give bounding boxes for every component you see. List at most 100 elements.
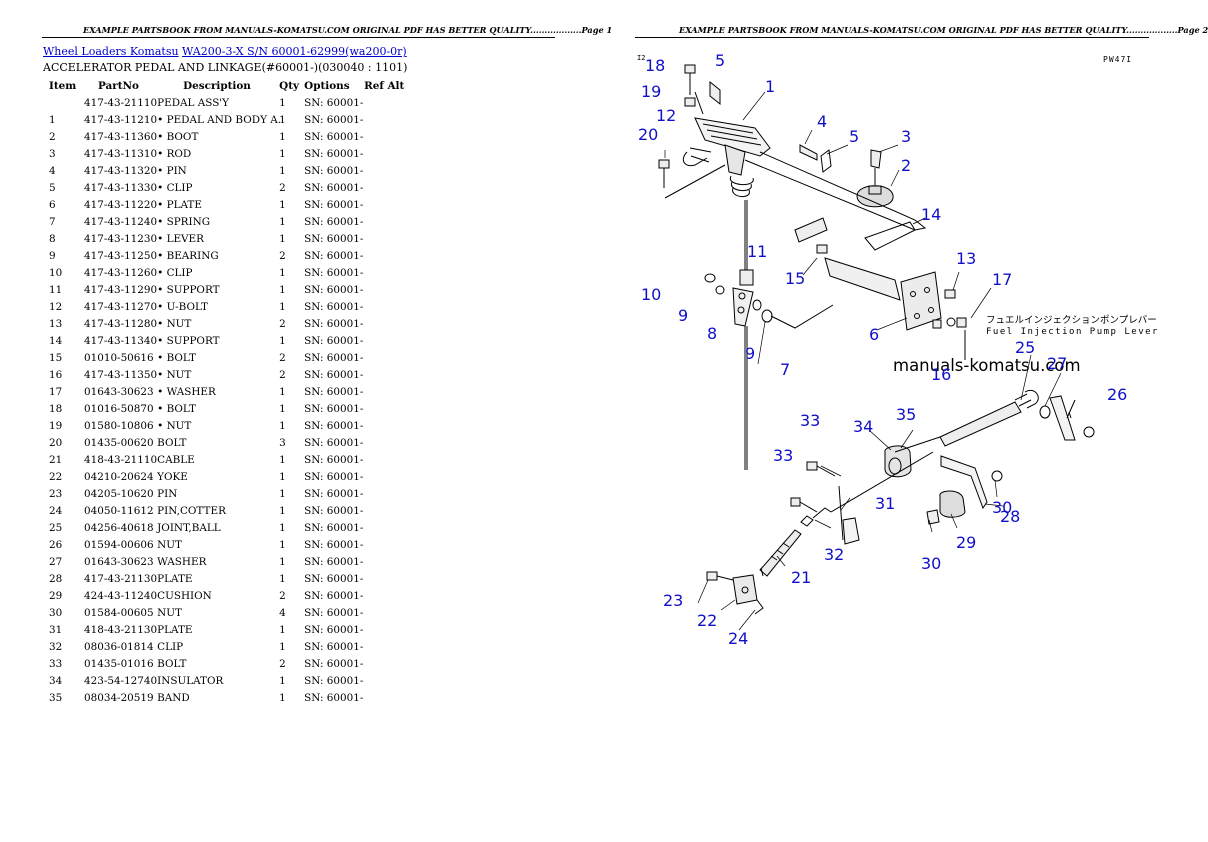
description-cell: PIN — [157, 487, 178, 500]
bolt-drawing — [684, 64, 721, 115]
pump-lever-note-en: Fuel Injection Pump Lever — [986, 327, 1159, 337]
description-cell: • NUT — [157, 317, 192, 330]
partno-cell: 417-43-11280 — [84, 317, 158, 330]
callout-number: 21 — [791, 568, 812, 587]
partno-cell: 417-43-11260 — [84, 266, 158, 279]
breadcrumb-link-model[interactable]: WA200-3-X S/N 60001-62999(wa200-0r) — [182, 45, 407, 58]
options-cell: SN: 60001- — [304, 521, 364, 534]
qty-cell: 1 — [279, 300, 286, 313]
breadcrumb-link-wheel-loaders[interactable]: Wheel Loaders Komatsu — [43, 45, 179, 58]
item-cell: 17 — [49, 385, 63, 398]
qty-cell: 1 — [279, 283, 286, 296]
callout-number: 34 — [853, 417, 874, 436]
qty-cell: 1 — [279, 385, 286, 398]
partno-cell: 08034-20519 — [84, 691, 154, 704]
callout-number: 5 — [715, 51, 726, 70]
description-cell: • PLATE — [157, 198, 202, 211]
qty-cell: 1 — [279, 113, 286, 126]
qty-cell: 1 — [279, 470, 286, 483]
ref-alt-cell — [364, 349, 414, 366]
ref-alt-cell — [364, 179, 414, 196]
pump-lever-note-jp: フュエルインジェクションポンプレバー — [986, 315, 1157, 326]
partno-cell: 01594-00606 — [84, 538, 154, 551]
partno-cell: 417-43-11290 — [84, 283, 158, 296]
column-header-partno: PartNo — [98, 79, 139, 92]
qty-cell: 1 — [279, 96, 286, 109]
support-bracket-drawing — [744, 151, 967, 360]
partno-cell: 417-43-11240 — [84, 215, 158, 228]
partno-cell: 417-43-21110 — [84, 96, 158, 109]
ref-alt-cell — [364, 196, 414, 213]
item-cell: 5 — [49, 181, 56, 194]
partno-cell: 417-43-11340 — [84, 334, 158, 347]
item-cell: 7 — [49, 215, 56, 228]
partno-cell: 08036-01814 — [84, 640, 154, 653]
item-cell: 1 — [49, 113, 56, 126]
callout-number: 6 — [869, 325, 880, 344]
item-cell: 23 — [49, 487, 63, 500]
page-header: EXAMPLE PARTSBOOK FROM MANUALS-KOMATSU.C… — [679, 25, 1208, 35]
partno-cell: 04050-11612 — [84, 504, 154, 517]
partno-cell: 01435-00620 — [84, 436, 154, 449]
qty-cell: 1 — [279, 147, 286, 160]
column-header-ref-alt: Ref Alt — [364, 79, 405, 92]
description-cell: • PIN — [157, 164, 187, 177]
callout-number: 17 — [992, 270, 1013, 289]
description-cell: • BOLT — [157, 402, 196, 415]
qty-cell: 2 — [279, 351, 286, 364]
options-cell: SN: 60001- — [304, 504, 364, 517]
ref-alt-cell — [364, 672, 414, 689]
ref-alt-cell — [364, 94, 414, 111]
pedal-assembly-drawing — [694, 117, 771, 270]
description-cell: • SPRING — [157, 215, 211, 228]
item-cell: 30 — [49, 606, 63, 619]
ref-alt-cell — [364, 587, 414, 604]
callout-number: 27 — [1047, 354, 1068, 373]
ref-alt-cell — [364, 315, 414, 332]
partno-cell: 01435-01016 — [84, 657, 154, 670]
ref-alt-cell — [364, 400, 414, 417]
callout-number: 8 — [707, 324, 718, 343]
qty-cell: 1 — [279, 215, 286, 228]
callout-number: 19 — [641, 82, 662, 101]
callout-number: 35 — [896, 405, 917, 424]
qty-cell: 1 — [279, 504, 286, 517]
callout-number: 9 — [678, 306, 689, 325]
description-cell: • SUPPORT — [157, 334, 220, 347]
options-cell: SN: 60001- — [304, 419, 364, 432]
item-cell: 13 — [49, 317, 63, 330]
partno-cell: 417-43-11330 — [84, 181, 158, 194]
diagram-corner-code: I2 — [637, 54, 646, 62]
options-cell: SN: 60001- — [304, 113, 364, 126]
ref-alt-cell — [364, 162, 414, 179]
partno-cell: 417-43-11310 — [84, 147, 158, 160]
options-cell: SN: 60001- — [304, 487, 364, 500]
partno-cell: 417-43-11320 — [84, 164, 158, 177]
parts-diagram — [658, 64, 1095, 631]
options-cell: SN: 60001- — [304, 300, 364, 313]
options-cell: SN: 60001- — [304, 572, 364, 585]
qty-cell: 2 — [279, 249, 286, 262]
callout-number: 20 — [638, 125, 659, 144]
item-cell: 25 — [49, 521, 63, 534]
callout-number: 18 — [645, 56, 666, 75]
partno-cell: 417-43-11220 — [84, 198, 158, 211]
lever-drawing — [704, 269, 834, 470]
qty-cell: 2 — [279, 657, 286, 670]
partno-cell: 01016-50870 — [84, 402, 154, 415]
callout-number: 2 — [901, 156, 912, 175]
item-cell: 21 — [49, 453, 63, 466]
rod-and-boot-drawing — [799, 144, 894, 208]
options-cell: SN: 60001- — [304, 402, 364, 415]
options-cell: SN: 60001- — [304, 147, 364, 160]
options-cell: SN: 60001- — [304, 555, 364, 568]
